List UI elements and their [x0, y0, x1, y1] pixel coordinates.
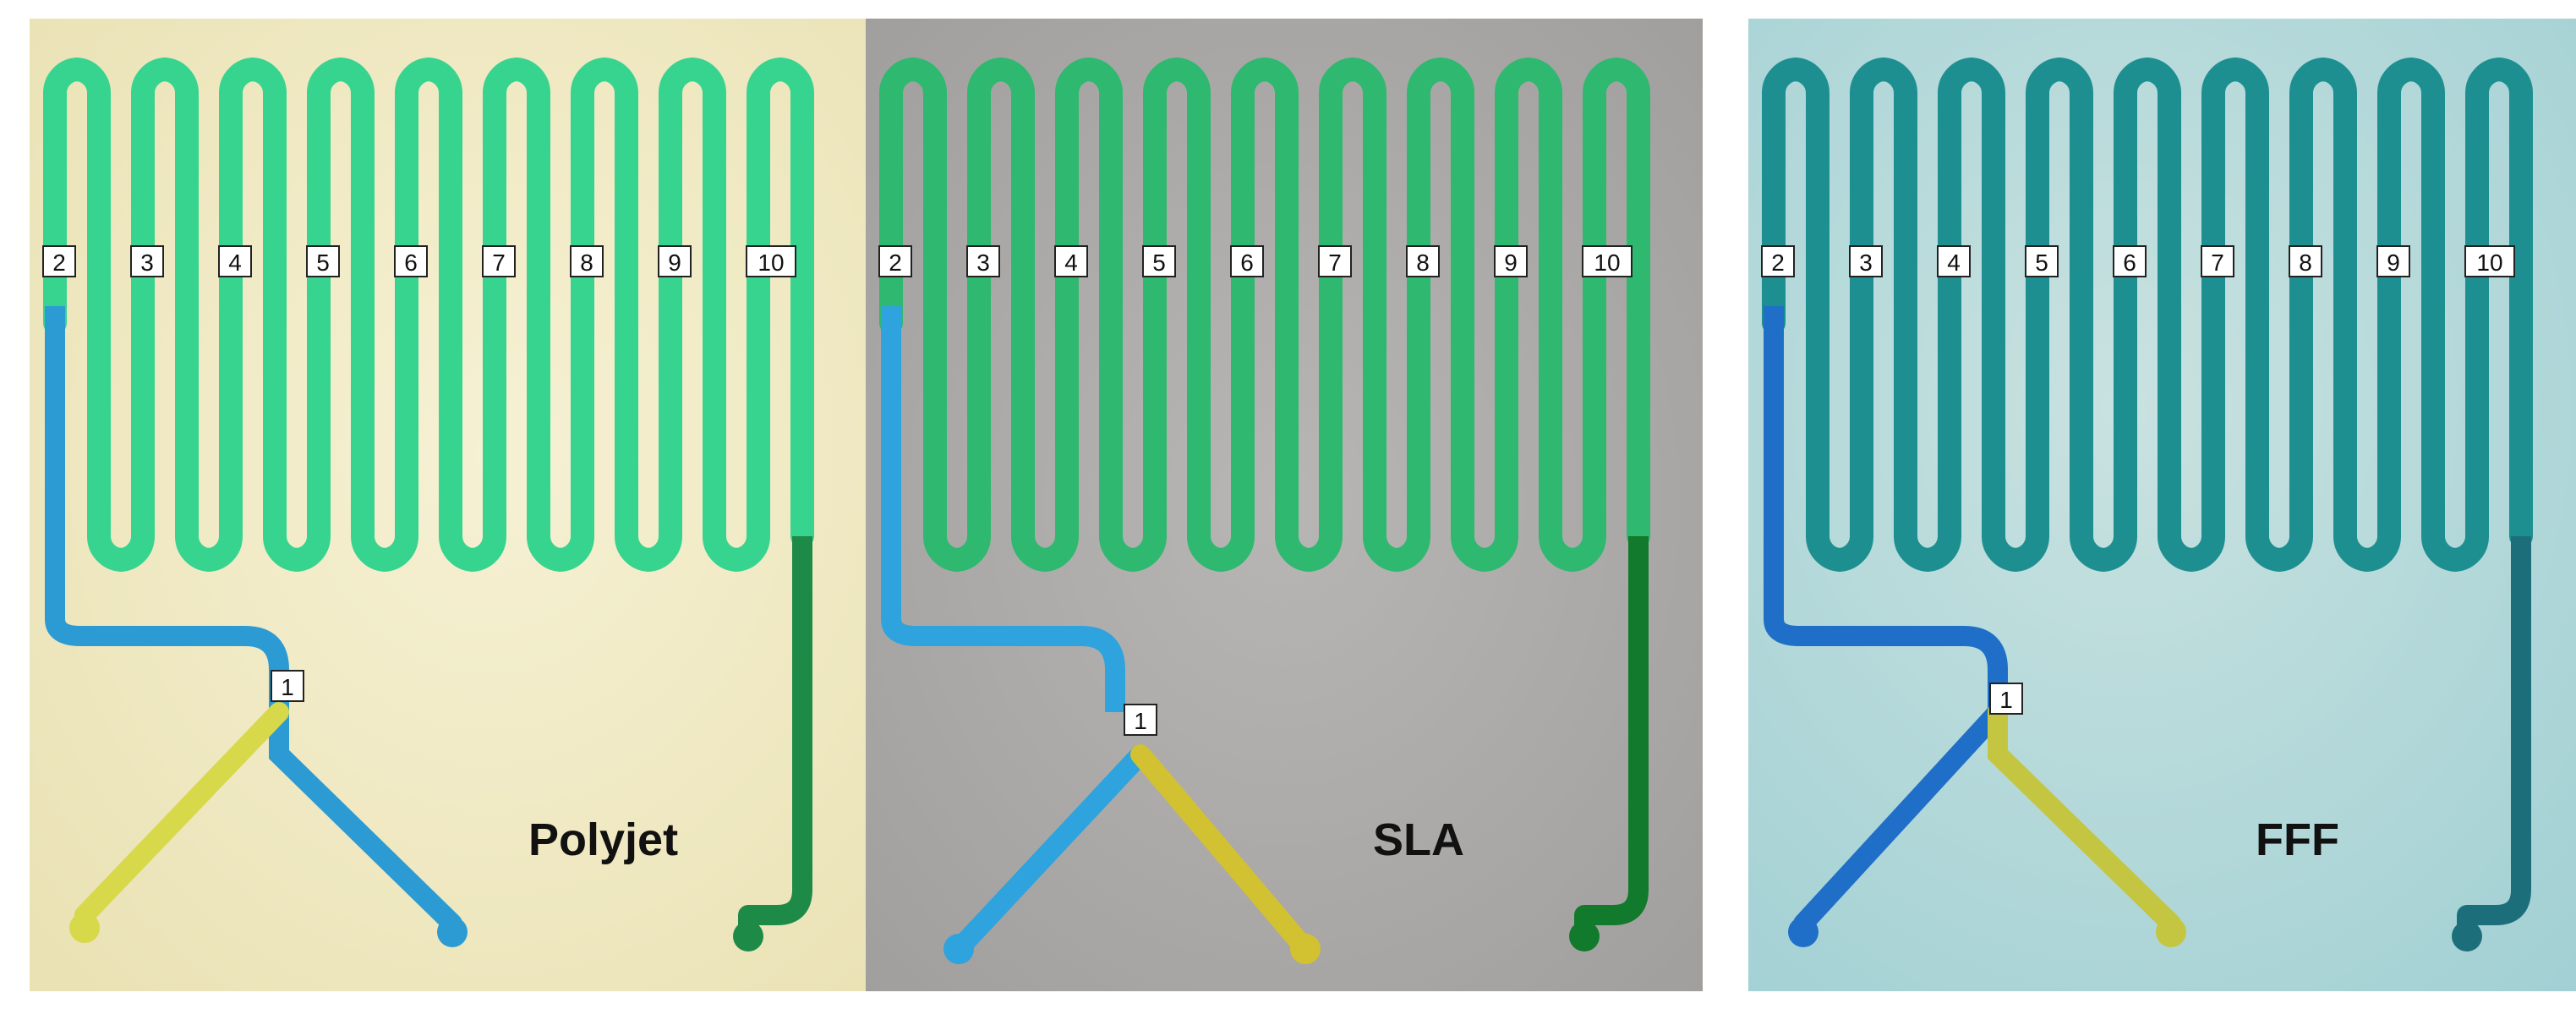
channel-number-label: 8 [570, 245, 604, 277]
outlet-port [733, 921, 763, 951]
inlet-channel-blue [1793, 702, 2008, 934]
channel-number-label: 2 [42, 245, 76, 277]
channel-number-label: 7 [2201, 245, 2234, 277]
channel-number-label: 5 [1142, 245, 1176, 277]
fff-chip-photo [1748, 19, 2576, 991]
channel-inlet-2 [881, 306, 1125, 712]
channel-number-label: 6 [1230, 245, 1264, 277]
serpentine-channel [42, 58, 815, 572]
outlet-port [1569, 921, 1600, 951]
inlet-channel-yellow [1988, 702, 2181, 934]
channel-number-label: 6 [2113, 245, 2147, 277]
channel-number-label: 5 [306, 245, 340, 277]
inlet-port-yellow [1290, 934, 1321, 964]
channel-number-label: 6 [394, 245, 428, 277]
channel-number-label: 9 [1494, 245, 1528, 277]
channel-number-label: 2 [1761, 245, 1795, 277]
serpentine-channel [1761, 58, 2534, 572]
inlet-channel-yellow [74, 702, 289, 925]
sla-chip-photo [866, 19, 1703, 991]
channel-number-label: 10 [1582, 245, 1633, 277]
inlet-port-blue [437, 917, 468, 947]
inlet-port-yellow [2156, 917, 2186, 947]
outlet-port [2452, 921, 2482, 951]
fabrication-method-label: SLA [1373, 814, 1464, 865]
channel-number-label: 8 [1406, 245, 1440, 277]
channel-inlet-2 [45, 306, 289, 712]
channel-number-label: 8 [2289, 245, 2322, 277]
channel-number-label: 3 [130, 245, 164, 277]
channel-number-label: 9 [2376, 245, 2410, 277]
outlet-channel [2457, 536, 2531, 932]
channel-number-label: 2 [878, 245, 912, 277]
channel-number-label: 10 [746, 245, 796, 277]
channel-number-label: 7 [482, 245, 516, 277]
fabrication-method-label: Polyjet [528, 814, 679, 865]
channel-number-label: 4 [1937, 245, 1971, 277]
channel-number-label: 4 [218, 245, 252, 277]
channel-number-label: 3 [966, 245, 1000, 277]
inlet-channel-yellow [1130, 744, 1315, 959]
inlet-port-yellow [69, 913, 100, 943]
channel-number-label: 7 [1318, 245, 1352, 277]
polyjet-chip-photo [30, 19, 867, 991]
outlet-channel [738, 536, 812, 932]
channel-number-label: 3 [1849, 245, 1883, 277]
channel-number-label: 1 [271, 670, 304, 702]
inlet-channel-blue [949, 744, 1151, 959]
channel-number-label: 5 [2025, 245, 2059, 277]
channel-number-label: 10 [2464, 245, 2515, 277]
fabrication-method-label: FFF [2256, 814, 2339, 865]
channel-number-label: 9 [658, 245, 692, 277]
outlet-channel [1574, 536, 1649, 932]
inlet-port-blue [1788, 917, 1819, 947]
channel-inlet-2 [1764, 306, 2008, 712]
inlet-port-blue [943, 934, 974, 964]
channel-number-label: 1 [1989, 683, 2023, 715]
serpentine-channel [878, 58, 1651, 572]
channel-number-label: 4 [1054, 245, 1088, 277]
channel-number-label: 1 [1124, 704, 1157, 736]
